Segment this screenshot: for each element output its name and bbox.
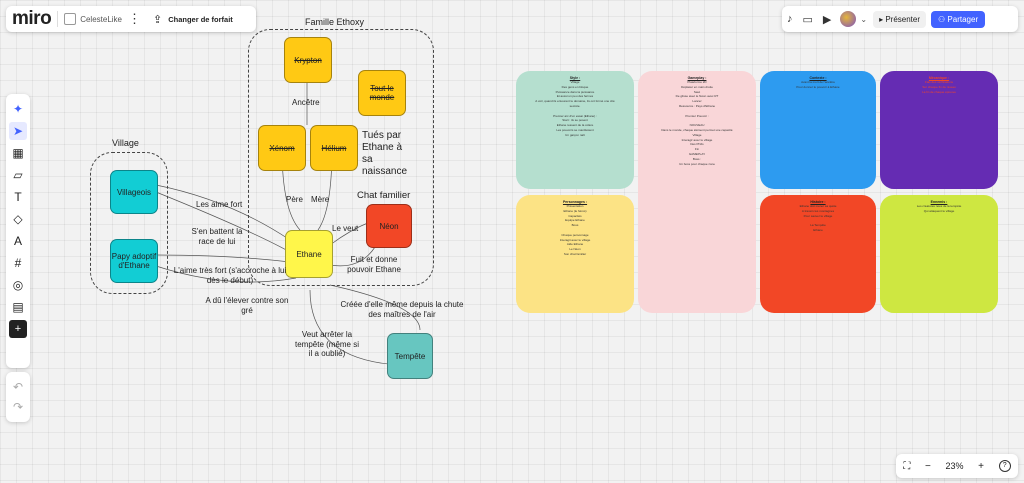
card-title: Gameplay : — [687, 76, 707, 80]
label-chat: Chat familier — [357, 190, 411, 201]
card-personnages[interactable]: Personnages : Présentation Ethane (le hé… — [516, 195, 634, 313]
label-pere: Père — [286, 195, 303, 204]
pen-icon[interactable]: A — [13, 234, 22, 248]
upgrade-button[interactable]: Changer de forfait — [168, 14, 233, 24]
label-ancetre: Ancêtre — [292, 98, 320, 107]
comment-icon[interactable]: ▤ — [12, 300, 24, 314]
family-frame-title: Famille Ethoxy — [305, 17, 365, 27]
present-label: Présenter — [885, 14, 921, 24]
redo-icon[interactable]: ↷ — [12, 400, 24, 414]
card-title: Contexte : — [809, 76, 827, 80]
label-fuit: Fuit et donne pouvoir Ethane — [347, 255, 401, 274]
label-a-du: A dû l'élever contre son gré — [205, 296, 289, 315]
card-mecanique[interactable]: Mécanique : Fais des vérifications Sur c… — [880, 71, 998, 189]
card-style[interactable]: Style : Village Des gens en bloque Puiss… — [516, 71, 634, 189]
node-villageois[interactable]: Villageois — [110, 170, 158, 214]
more-apps-icon[interactable]: ◎ — [12, 278, 24, 292]
miro-logo[interactable]: miro — [12, 8, 52, 29]
node-ethane[interactable]: Ethane — [285, 230, 333, 278]
zoom-in-button[interactable]: + — [978, 460, 984, 472]
card-body: Village Des gens en bloque Puissance dan… — [535, 80, 615, 137]
node-tempete[interactable]: Tempête — [387, 333, 433, 379]
card-title: Ennemis : — [930, 200, 948, 204]
frame-icon[interactable]: # — [14, 256, 22, 270]
export-icon[interactable]: ⇪ — [153, 13, 163, 26]
label-aime-fort: Les aime fort — [196, 200, 243, 209]
node-papy[interactable]: Papy adoptif d'Ethane — [110, 239, 158, 283]
fit-screen-icon[interactable]: ⛶ — [903, 460, 911, 472]
card-body: Ethane doit mener sa quête A travers les… — [799, 204, 837, 232]
chevron-down-icon[interactable]: ⌄ — [860, 14, 868, 24]
label-tues: Tués par Ethane à sa naissance — [362, 130, 408, 177]
video-icon[interactable]: ▶ — [822, 13, 832, 26]
sticky-note-icon[interactable]: ▱ — [13, 168, 23, 182]
reactions-icon[interactable]: ♪ — [787, 13, 793, 25]
zoom-controls: ⛶ − 23% + ? — [896, 454, 1018, 478]
text-icon[interactable]: T — [14, 190, 22, 204]
undo-redo-panel: ↶ ↷ — [6, 372, 30, 422]
card-title: Style : — [569, 76, 581, 80]
add-icon[interactable]: + — [9, 320, 27, 338]
share-label: Partager — [947, 14, 979, 24]
card-gameplay[interactable]: Gameplay : Plateforme 2D Déplacer en mai… — [638, 71, 756, 313]
card-body: Avant la mort de l'ancêtre Pour donner l… — [796, 80, 840, 89]
village-frame[interactable] — [90, 152, 168, 294]
card-histoire[interactable]: Histoire : Ethane doit mener sa quête A … — [760, 195, 876, 313]
node-krypton[interactable]: Krypton — [284, 37, 332, 83]
card-contexte[interactable]: Contexte : Avant la mort de l'ancêtre Po… — [760, 71, 876, 189]
zoom-out-button[interactable]: − — [924, 460, 931, 472]
more-options-icon[interactable]: ⋮ — [128, 11, 141, 26]
zoom-level[interactable]: 23% — [945, 461, 964, 471]
village-frame-title: Village — [112, 138, 139, 148]
label-mere: Mère — [311, 195, 330, 204]
label-le-veut: Le veut — [332, 224, 359, 233]
board-header: miro CelesteLike ⋮ ⇪ Changer de forfait — [6, 6, 256, 32]
card-body: Les créatures nées de la tempête Qui att… — [916, 204, 962, 213]
select-cursor-icon[interactable]: ➤ — [9, 122, 27, 140]
card-body: Présentation Ethane (le héros) Capacités… — [559, 204, 591, 256]
help-icon[interactable]: ? — [998, 460, 1011, 472]
avatar[interactable] — [840, 11, 857, 27]
card-title: Mécanique : — [928, 76, 950, 80]
share-button[interactable]: ⚇ Partager — [931, 10, 986, 28]
undo-icon[interactable]: ↶ — [12, 380, 24, 394]
comment-icon[interactable]: ▭ — [802, 13, 813, 26]
label-battent: S'en battent la race de lui — [191, 227, 243, 246]
card-body: Plateforme 2D Déplacer en main droite Sa… — [661, 80, 733, 166]
node-tout-le-monde[interactable]: Tout le monde — [358, 70, 406, 116]
label-veut-arreter: Veut arrêter la tempête (même si il a ou… — [294, 330, 360, 359]
card-body: Fais des vérifications Sur chaque fin de… — [922, 80, 956, 94]
ai-sparkle-icon[interactable]: ✦ — [12, 102, 24, 116]
label-creee: Créée d'elle même depuis la chute des ma… — [340, 300, 464, 319]
family-frame[interactable] — [248, 29, 434, 286]
card-title: Personnages : — [562, 200, 588, 204]
node-xenom[interactable]: Xénom — [258, 125, 306, 171]
templates-icon[interactable]: ▦ — [12, 146, 24, 160]
node-neon[interactable]: Néon — [366, 204, 412, 248]
board-icon — [64, 13, 77, 25]
board-title[interactable]: CelesteLike — [80, 14, 122, 24]
creation-toolbar: ✦ ➤ ▦ ▱ T ◇ A # ◎ ▤ + — [6, 94, 30, 368]
divider — [57, 11, 59, 27]
node-helium[interactable]: Hélium — [310, 125, 358, 171]
present-button[interactable]: ▸ Présenter — [873, 10, 927, 28]
card-title: Histoire : — [810, 200, 826, 204]
label-aime-tres-fort: L'aime très fort (s'accroche à lui dès l… — [173, 266, 287, 285]
collaboration-bar: ♪ ▭ ▶ ⌄ ▸ Présenter ⚇ Partager — [782, 6, 1018, 32]
card-ennemis[interactable]: Ennemis : Les créatures nées de la tempê… — [880, 195, 998, 313]
shapes-icon[interactable]: ◇ — [13, 212, 23, 226]
